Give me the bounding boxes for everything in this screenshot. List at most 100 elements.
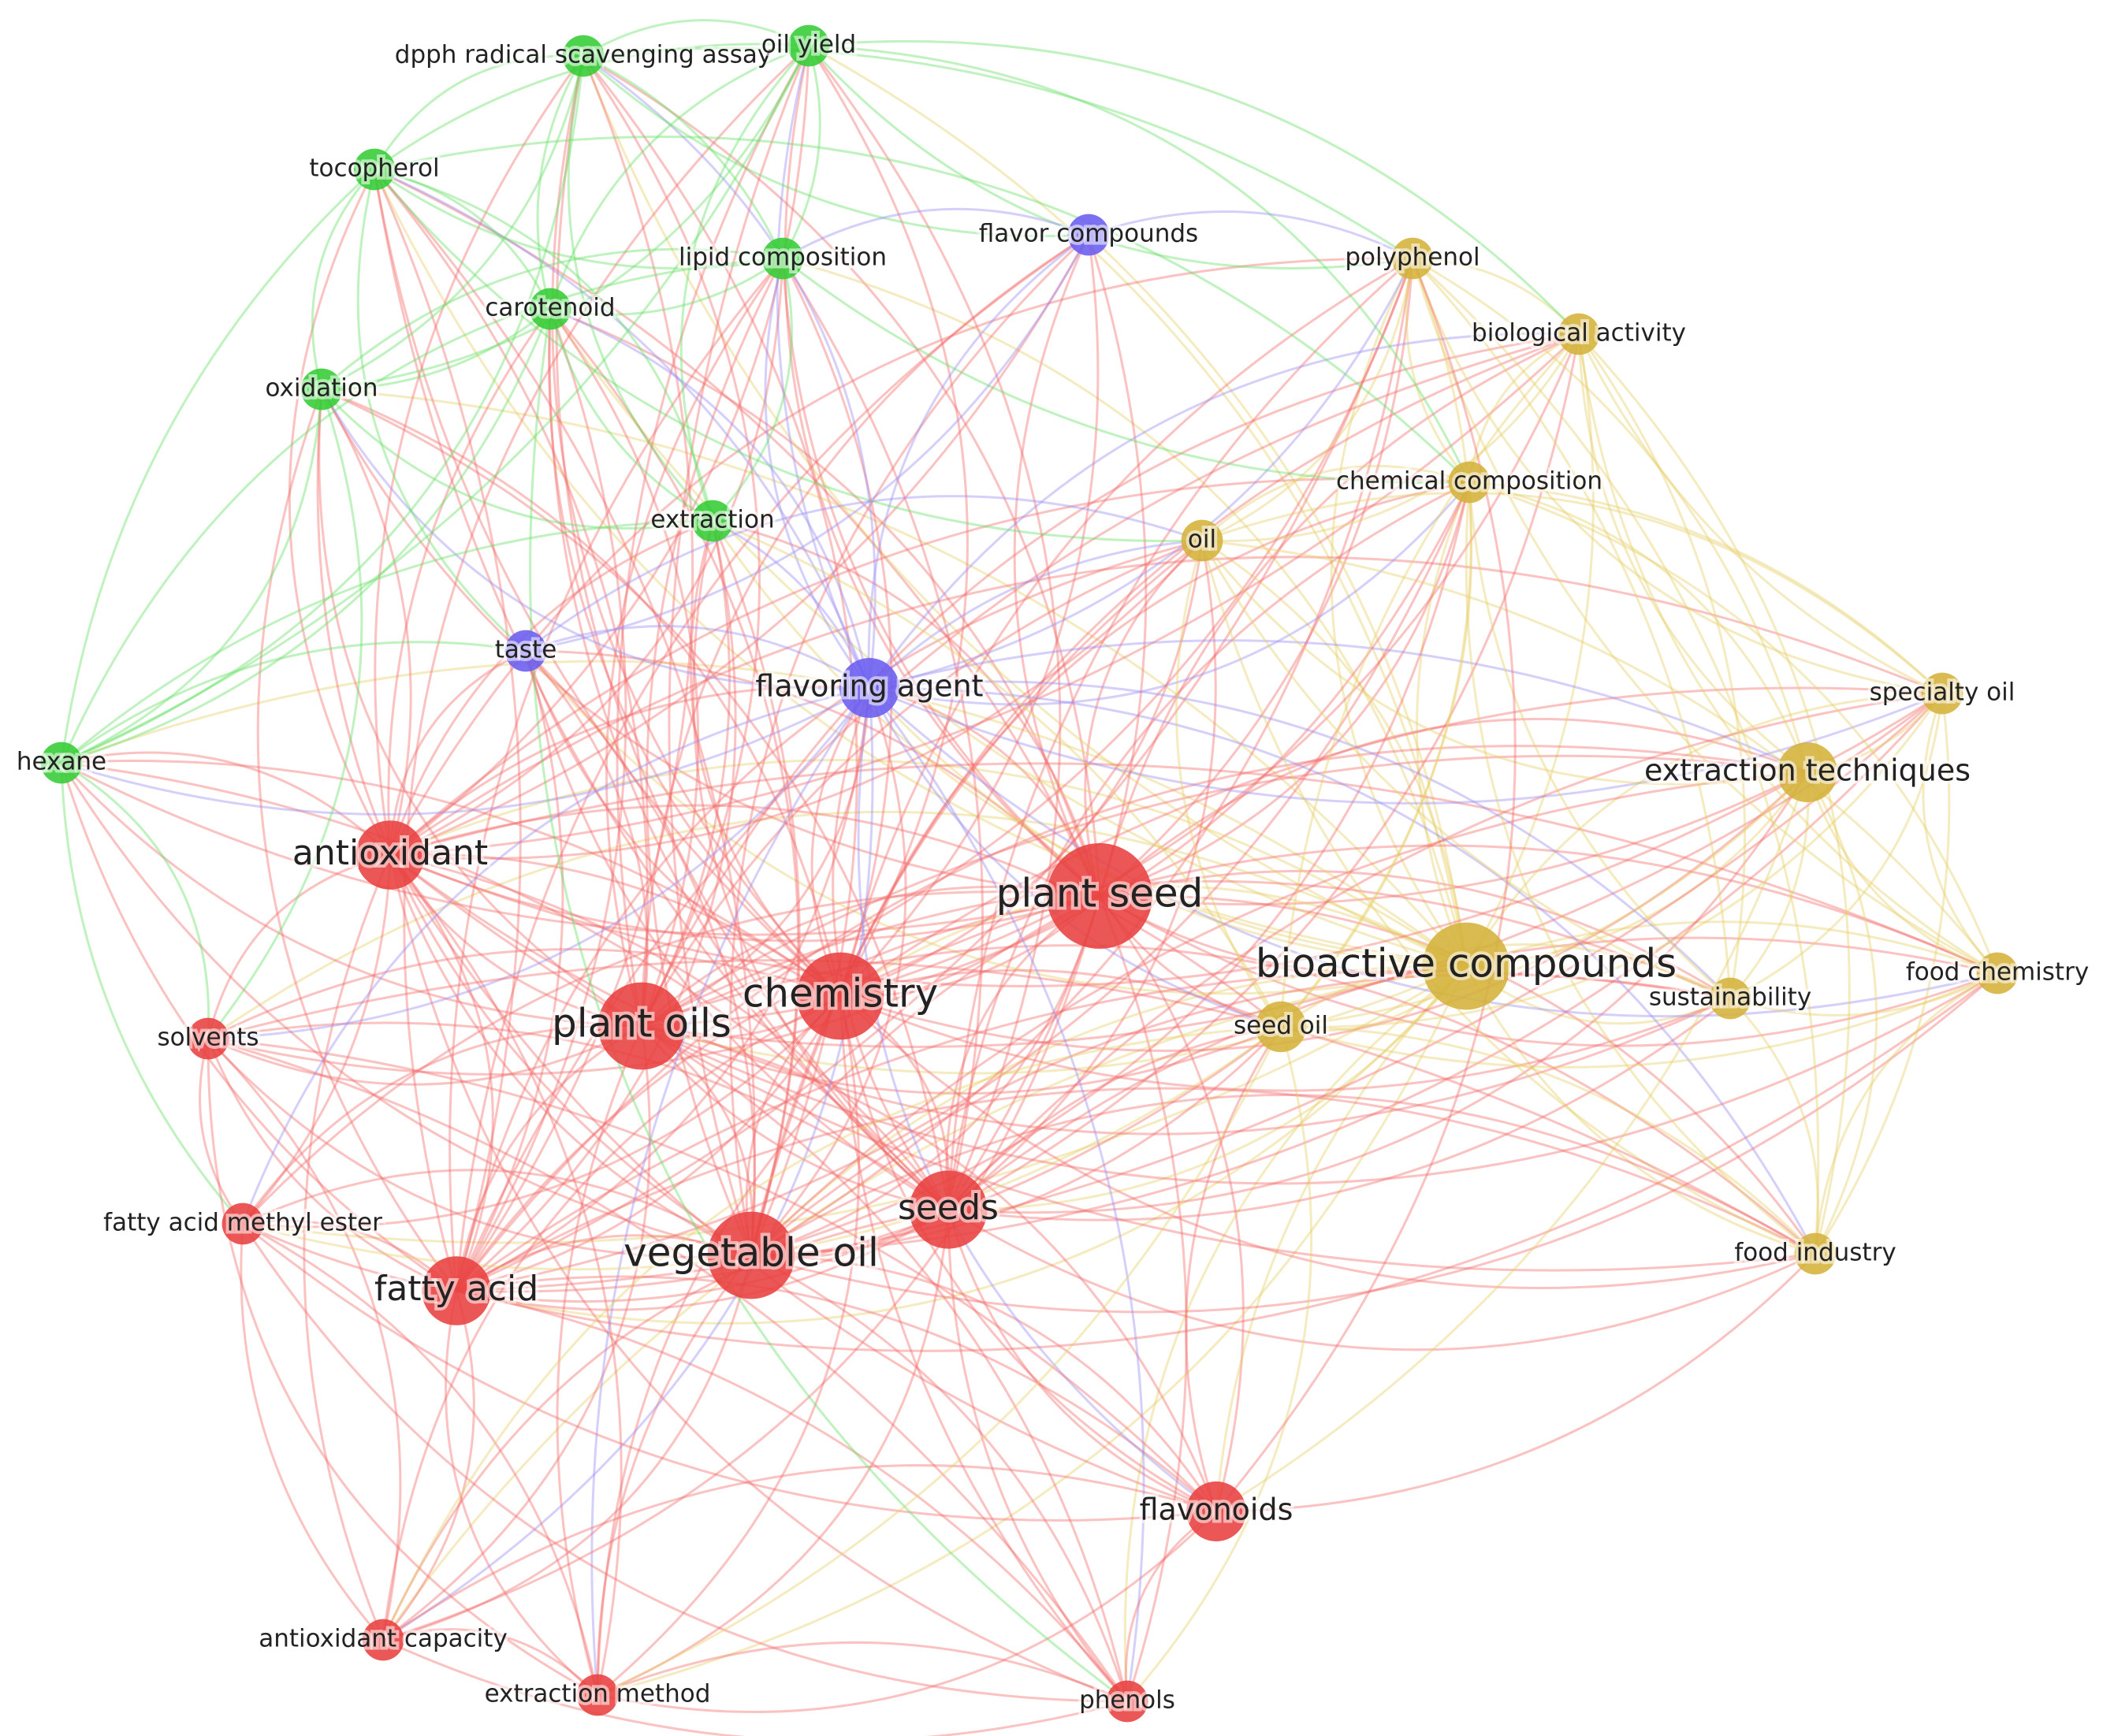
node-seed-oil[interactable] bbox=[1255, 1001, 1307, 1053]
node-dpph[interactable] bbox=[562, 35, 605, 77]
node-oil-yield[interactable] bbox=[787, 24, 830, 67]
label-hexane[interactable]: hexane bbox=[17, 748, 106, 776]
node-hexane[interactable] bbox=[40, 742, 83, 784]
label-polyphenol[interactable]: polyphenol bbox=[1345, 243, 1480, 272]
edge-sustainability-food-chemistry bbox=[1729, 972, 1998, 1017]
edge-fatty-acid-methyl-ester-extraction-method bbox=[242, 1222, 599, 1696]
edge-bioactive-compounds-chemical-composition bbox=[1416, 481, 1471, 967]
node-phenols[interactable] bbox=[1106, 1680, 1148, 1723]
node-flavor-compounds[interactable] bbox=[1067, 214, 1110, 256]
label-dpph[interactable]: dpph radical scavenging assay bbox=[395, 41, 772, 69]
node-food-industry[interactable] bbox=[1794, 1232, 1837, 1275]
node-antioxidant[interactable] bbox=[355, 820, 425, 890]
label-plant-oils[interactable]: plant oils bbox=[552, 1001, 731, 1046]
label-lipid-composition[interactable]: lipid composition bbox=[679, 243, 887, 272]
label-plant-seed[interactable]: plant seed bbox=[996, 871, 1204, 916]
node-taste[interactable] bbox=[504, 630, 547, 672]
label-bioactive-compounds[interactable]: bioactive compounds bbox=[1256, 941, 1677, 987]
node-vegetable-oil[interactable] bbox=[707, 1211, 795, 1299]
node-tocopherol[interactable] bbox=[353, 148, 396, 191]
label-flavor-compounds[interactable]: flavor compounds bbox=[979, 220, 1198, 248]
edge-chemistry-extraction-method bbox=[597, 995, 861, 1697]
edge-chemistry-flavor-compounds bbox=[839, 234, 1100, 998]
edge-polyphenol-chemical-composition bbox=[1405, 258, 1471, 483]
label-phenols[interactable]: phenols bbox=[1079, 1686, 1175, 1715]
edge-oxidation-solvents bbox=[207, 388, 363, 1039]
edge-chemistry-carotenoid bbox=[547, 308, 841, 998]
edge-vegetable-oil-solvents bbox=[207, 1037, 752, 1258]
label-seeds[interactable]: seeds bbox=[898, 1188, 999, 1228]
label-fatty-acid-methyl-ester[interactable]: fatty acid methyl ester bbox=[103, 1209, 382, 1237]
edge-flavoring-agent-oil bbox=[868, 539, 1203, 690]
label-oxidation[interactable]: oxidation bbox=[265, 374, 378, 403]
node-biological-activity[interactable] bbox=[1558, 313, 1600, 355]
label-oil[interactable]: oil bbox=[1188, 526, 1216, 554]
edge-carotenoid-extraction bbox=[549, 308, 713, 522]
edge-seed-oil-oil bbox=[1175, 540, 1282, 1028]
label-sustainability[interactable]: sustainability bbox=[1649, 983, 1811, 1012]
label-flavoring-agent[interactable]: flavoring agent bbox=[755, 669, 983, 704]
edge-antioxidant-phenols bbox=[389, 854, 1128, 1703]
node-chemical-composition[interactable] bbox=[1448, 461, 1491, 504]
label-antioxidant-capacity[interactable]: antioxidant capacity bbox=[259, 1625, 508, 1653]
node-oxidation[interactable] bbox=[300, 368, 343, 411]
node-extraction[interactable] bbox=[691, 500, 734, 542]
edge-oil-food-chemistry bbox=[1201, 539, 1999, 974]
label-food-industry[interactable]: food industry bbox=[1734, 1239, 1896, 1267]
node-solvents[interactable] bbox=[187, 1017, 229, 1060]
label-chemistry[interactable]: chemistry bbox=[743, 971, 938, 1017]
node-flavoring-agent[interactable] bbox=[839, 658, 899, 718]
label-flavonoids[interactable]: flavonoids bbox=[1140, 1493, 1293, 1527]
node-chemistry[interactable] bbox=[796, 952, 884, 1040]
label-oil-yield[interactable]: oil yield bbox=[761, 31, 856, 59]
node-antioxidant-capacity[interactable] bbox=[362, 1619, 404, 1661]
edge-flavoring-agent-flavonoids bbox=[857, 687, 1217, 1513]
label-fatty-acid[interactable]: fatty acid bbox=[374, 1269, 538, 1309]
label-food-chemistry[interactable]: food chemistry bbox=[1906, 958, 2089, 987]
node-extraction-method[interactable] bbox=[576, 1674, 619, 1716]
label-extraction[interactable]: extraction bbox=[650, 506, 774, 534]
label-carotenoid[interactable]: carotenoid bbox=[485, 294, 615, 322]
label-antioxidant[interactable]: antioxidant bbox=[292, 833, 488, 873]
node-fatty-acid-methyl-ester[interactable] bbox=[221, 1203, 264, 1245]
node-fatty-acid[interactable] bbox=[422, 1256, 491, 1325]
label-tocopherol[interactable]: tocopherol bbox=[309, 154, 439, 183]
edge-bioactive-compounds-polyphenol bbox=[1330, 258, 1468, 967]
node-carotenoid[interactable] bbox=[529, 288, 571, 330]
label-halo-oil: oil bbox=[1188, 526, 1216, 554]
node-bioactive-compounds[interactable] bbox=[1422, 922, 1510, 1010]
edge-fatty-acid-flavoring-agent bbox=[456, 687, 871, 1292]
label-seed-oil[interactable]: seed oil bbox=[1234, 1012, 1328, 1040]
node-lipid-composition[interactable] bbox=[761, 237, 804, 280]
edge-specialty-oil-sustainability bbox=[1729, 693, 1944, 1000]
node-specialty-oil[interactable] bbox=[1921, 672, 1963, 715]
label-taste[interactable]: taste bbox=[495, 636, 557, 664]
label-biological-activity[interactable]: biological activity bbox=[1472, 319, 1686, 348]
node-food-chemistry[interactable] bbox=[1976, 952, 2019, 994]
edge-seeds-specialty-oil bbox=[947, 692, 1943, 1211]
node-plant-oils[interactable] bbox=[597, 982, 686, 1070]
label-solvents[interactable]: solvents bbox=[157, 1024, 259, 1052]
label-extraction-techniques[interactable]: extraction techniques bbox=[1644, 753, 1971, 788]
edge-plant-seed-phenols bbox=[1098, 895, 1188, 1702]
node-flavonoids[interactable] bbox=[1186, 1481, 1246, 1541]
node-sustainability[interactable] bbox=[1709, 977, 1751, 1020]
label-chemical-composition[interactable]: chemical composition bbox=[1336, 467, 1602, 496]
nodes-layer bbox=[40, 24, 2019, 1723]
node-plant-seed[interactable] bbox=[1047, 843, 1152, 949]
label-extraction-method[interactable]: extraction method bbox=[485, 1680, 711, 1708]
edge-flavoring-agent-extraction bbox=[712, 519, 871, 689]
edge-extraction-seed-oil bbox=[712, 519, 1282, 1028]
edge-sustainability-food-industry bbox=[1729, 997, 1820, 1255]
node-polyphenol[interactable] bbox=[1391, 237, 1434, 280]
node-seeds[interactable] bbox=[909, 1170, 988, 1249]
edge-plant-oils-extraction-method bbox=[556, 1025, 643, 1696]
edge-specialty-oil-food-chemistry bbox=[1922, 693, 1999, 975]
node-oil[interactable] bbox=[1181, 519, 1223, 562]
edge-seeds-sustainability bbox=[947, 997, 1731, 1221]
label-specialty-oil[interactable]: specialty oil bbox=[1870, 678, 2016, 707]
label-vegetable-oil[interactable]: vegetable oil bbox=[623, 1230, 879, 1276]
edge-biological-activity-food-chemistry bbox=[1577, 333, 1998, 975]
node-extraction-techniques[interactable] bbox=[1777, 742, 1837, 802]
edge-plant-oils-seed-oil bbox=[641, 1024, 1282, 1095]
